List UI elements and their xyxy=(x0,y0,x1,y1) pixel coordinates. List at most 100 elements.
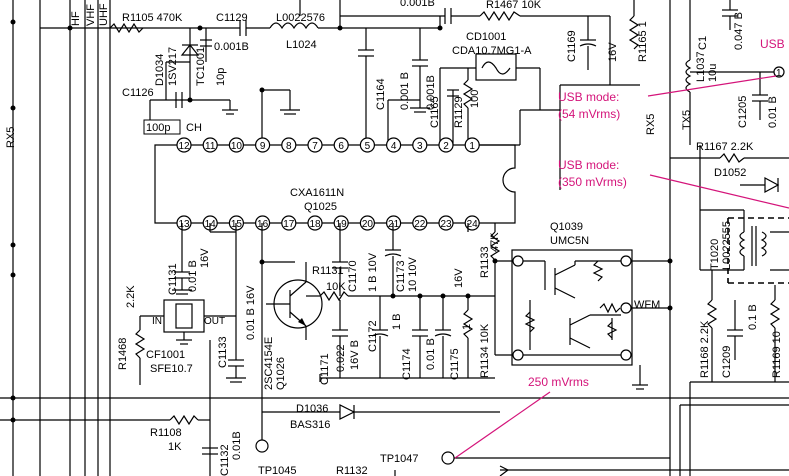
c1133-value: 0.01 B 16V xyxy=(245,285,257,340)
r1468-label: R1468 xyxy=(117,338,129,370)
c1205-value: 0.01 B xyxy=(767,96,779,128)
top-right-parts: 0.001B R1467 10K C1169 16V R1165 1 xyxy=(400,0,649,70)
c-tr-label: C1 xyxy=(697,36,709,50)
r1108-label: R1108 xyxy=(150,427,182,439)
q1039-umc5n: Q1039 UMC5N WFM xyxy=(495,221,673,390)
bottom-right-parts: R1168 2.2K C1209 0.1 B R1169 10 xyxy=(679,270,789,476)
ic-top-pin-3-label: 3 xyxy=(417,141,423,152)
umc5n-label: UMC5N xyxy=(550,235,589,247)
ic-part-number: CXA1611N xyxy=(290,187,344,199)
rx5-left-label: RX5 xyxy=(5,127,17,148)
uhf-label: UHF xyxy=(98,3,110,26)
cf1001-in: IN xyxy=(152,316,162,327)
ic-top-pin-7-pad xyxy=(307,137,323,153)
c1170-c1173: C1170 1 B 10V C1173 10 10V xyxy=(332,223,419,299)
ic-bottom-pin-20-label: 20 xyxy=(362,219,374,230)
ic-bottom-pin-23-label: 23 xyxy=(440,219,452,230)
ic-top-pin-1-label: 1 xyxy=(469,141,475,152)
cf1001-block: IN OUT CF1001 SFE10.7 2.2K R1468 xyxy=(117,223,237,385)
c-tr-value: 0.047 B xyxy=(733,12,745,50)
cd1001-label: CD1001 xyxy=(466,31,506,43)
usb-cut-note: USB xyxy=(760,37,785,51)
cf1001-label: CF1001 xyxy=(146,349,185,361)
cf1001-out: OUT xyxy=(204,316,225,327)
ic-bottom-pin-18-pad xyxy=(307,215,323,231)
ic-top-pin-10-pad xyxy=(228,137,244,153)
c1129-value: 0.001B xyxy=(214,41,249,53)
c1131-label: C1131 xyxy=(167,263,179,295)
c1164-label: C1164 xyxy=(375,78,387,110)
ic-reference: Q1025 xyxy=(304,201,337,213)
l1024-label: L1024 xyxy=(286,39,317,51)
r1105-resistor: R1105 470K xyxy=(109,12,183,34)
d1034-type: 1SV217 xyxy=(167,47,179,86)
q1026-label: Q1026 xyxy=(275,357,287,390)
d1052-label: D1052 xyxy=(714,167,746,179)
usb54-note-line2: (54 mVrms) xyxy=(558,107,620,121)
c1133-label: C1133 xyxy=(217,336,229,368)
c100p-label: 100p xyxy=(146,122,170,134)
l0022555-label: L0022555 xyxy=(721,221,733,270)
r1129-value: 100 xyxy=(469,90,481,108)
c1175-label: C1175 xyxy=(449,348,461,380)
r1129-label: R1129 xyxy=(453,96,465,128)
usb350-note-line2: (350 mVrms) xyxy=(558,175,627,189)
ground-pin8 xyxy=(259,87,300,145)
c1171-label: C1171 xyxy=(319,353,331,385)
c1172-label: C1172 xyxy=(367,320,379,352)
ic-bottom-pin-19-label: 19 xyxy=(336,219,348,230)
r1169-label: R1169 10 xyxy=(771,331,783,378)
c1174-value: 0.01 B xyxy=(425,338,437,370)
d1036-label: D1036 xyxy=(296,403,328,415)
r1165-label: R1165 1 xyxy=(637,21,649,62)
c-top-value: 0.001B xyxy=(400,0,435,9)
ic-top-pin-5-pad xyxy=(359,137,375,153)
ic-top-pin-8-label: 8 xyxy=(286,141,292,152)
ic-bottom-pin-17-pad xyxy=(281,215,297,231)
ic-bottom-pin-13-label: 13 xyxy=(178,219,190,230)
ic-bottom-pin-13-pad xyxy=(176,215,192,231)
c1129-capacitor: C1129 0.001B xyxy=(214,12,249,53)
ic-top-pin-9-pad xyxy=(255,137,271,153)
r1133-label: R1133 xyxy=(479,246,491,278)
ic-top-pin-12-pad xyxy=(176,137,192,153)
ic-top-pin-8-pad xyxy=(281,137,297,153)
c1164-value: 0.001 B xyxy=(399,72,411,110)
ch-label: CH xyxy=(186,122,202,134)
r1132-label: R1132 xyxy=(336,465,368,476)
ic-bottom-pin-18-label: 18 xyxy=(309,219,321,230)
ic-top-pin-12-label: 12 xyxy=(178,141,190,152)
l0022576-label: L0022576 xyxy=(276,12,325,24)
c1173-value: 10 10V xyxy=(407,256,419,292)
r1468-value: 2.2K xyxy=(125,285,137,308)
r1134-label: R1134 10K xyxy=(479,323,491,378)
c1169-voltage: 16V xyxy=(607,42,619,62)
node-1-label: 1 xyxy=(776,68,782,79)
bas316-label: BAS316 xyxy=(290,419,330,431)
tx5-label: TX5 xyxy=(681,110,693,130)
top-wiring xyxy=(40,0,611,85)
r1131-value: 10K xyxy=(326,281,346,293)
t1020-label: T1020 xyxy=(709,239,721,270)
tc1001-value: 10p xyxy=(215,68,227,86)
r1167-label: R1167 2.2K xyxy=(696,141,754,153)
c1129-label: C1129 xyxy=(216,12,248,24)
varactor-block: D1034 1SV217 TC1001 10p C1126 100p CH xyxy=(122,28,238,135)
c1209-label: C1209 xyxy=(721,346,733,378)
r1108-value: 1K xyxy=(168,441,182,453)
c1174-label: C1174 xyxy=(401,348,413,380)
c1171-value: 0.022 xyxy=(335,344,347,372)
ic-bottom-pin-16-label: 16 xyxy=(257,219,269,230)
c1172-value: 1 B xyxy=(391,313,403,330)
ic-top-pin-2-pad xyxy=(438,137,454,153)
ic-bottom-pin-24-pad xyxy=(464,215,480,231)
l1037-value: 10u xyxy=(707,64,719,82)
c1132-value: 0.01B xyxy=(231,431,243,460)
c1131-block: C1131 0.01 B 16V xyxy=(167,223,211,295)
r1167-d1052: R1167 2.2K D1052 xyxy=(670,141,789,194)
ic-bottom-pin-24-label: 24 xyxy=(467,219,479,230)
q1026-type: 2SC4154E xyxy=(263,337,275,390)
hf-label: HF xyxy=(70,11,82,26)
q1039-label: Q1039 xyxy=(550,221,583,233)
